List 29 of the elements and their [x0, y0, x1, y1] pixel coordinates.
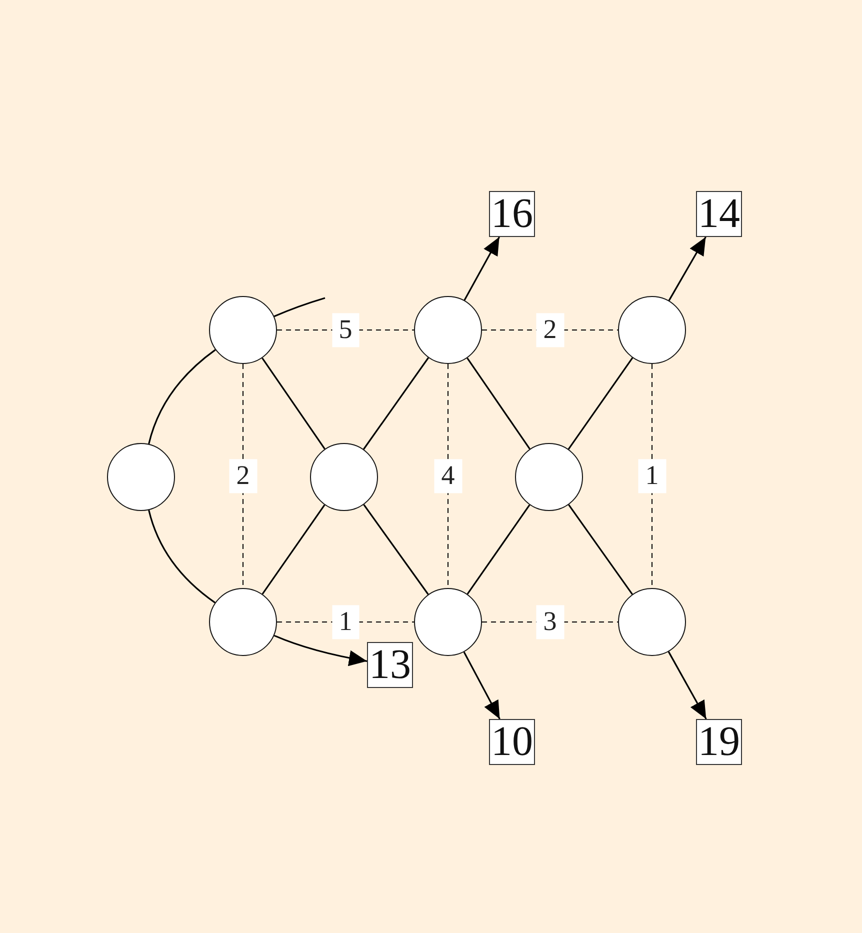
connector-line — [363, 504, 429, 595]
edge-label: 1 — [638, 459, 666, 493]
connector-line — [568, 357, 634, 450]
edge-label: 2 — [229, 459, 257, 493]
connector-line — [148, 349, 216, 444]
connector-line — [262, 358, 326, 450]
arrow — [274, 634, 368, 666]
connector-line — [466, 358, 530, 450]
circle-node — [414, 588, 482, 656]
number-box: 14 — [696, 191, 742, 237]
arrow — [463, 652, 500, 720]
connector-line — [362, 357, 430, 450]
edge-label: 2 — [536, 313, 564, 347]
edge-label: 5 — [332, 313, 360, 347]
number-box: 16 — [489, 191, 535, 237]
arrow — [668, 236, 706, 301]
arrow — [464, 236, 500, 301]
arrow — [668, 651, 707, 720]
number-box: 10 — [489, 719, 535, 765]
number-box: 13 — [367, 642, 413, 688]
edge-label: 4 — [434, 459, 462, 493]
connector-line — [274, 297, 326, 318]
edge-label: 3 — [536, 605, 564, 639]
connector-line — [466, 504, 530, 595]
connector-line — [148, 510, 216, 604]
connector-line — [568, 504, 633, 595]
number-box: 19 — [696, 719, 742, 765]
connector-line — [262, 504, 326, 595]
edge-label: 1 — [332, 605, 360, 639]
